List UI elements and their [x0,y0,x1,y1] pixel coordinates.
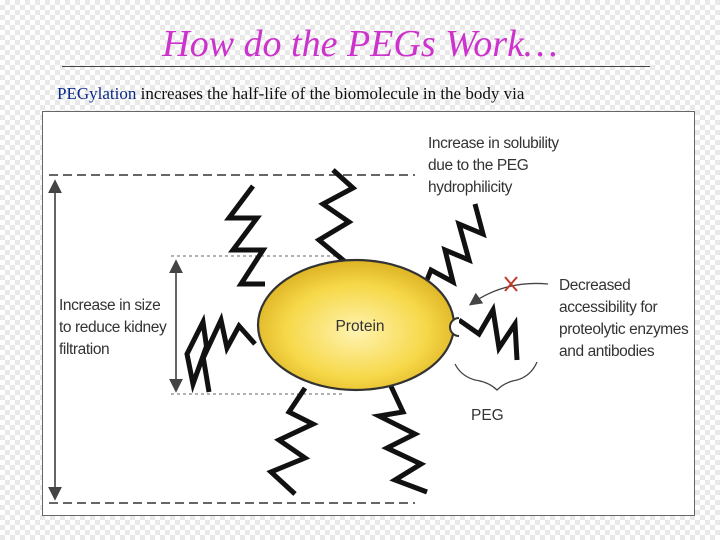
solubility-label: Increase in solubility due to the PEG hy… [428,133,559,199]
peg-label: PEG [471,407,504,424]
peg-chain-bottom-right [379,382,427,492]
peg-chain-left [187,320,255,392]
peg-chain-right [459,310,517,360]
size-label: Increase in size to reduce kidney filtra… [59,295,166,361]
intro-rest: increases the half-life of the biomolecu… [136,84,524,103]
peg-chain-top-left [229,186,265,284]
protein-label: Protein [335,318,384,335]
peg-chain-bottom-left [271,388,313,494]
title-divider [62,66,650,67]
intro-keyword: PEGylation [57,84,136,103]
slide-title: How do the PEGs Work… [0,22,720,66]
peg-brace [455,362,537,390]
protein-binding-site [450,318,459,336]
intro-text: PEGylation increases the half-life of th… [57,84,697,104]
peg-chain-top-right [423,204,483,290]
accessibility-label: Decreased accessibility for proteolytic … [559,275,688,363]
blocked-x-icon [505,277,517,291]
pegylation-diagram: Protein PEG Increase in solubility due t… [42,111,695,516]
